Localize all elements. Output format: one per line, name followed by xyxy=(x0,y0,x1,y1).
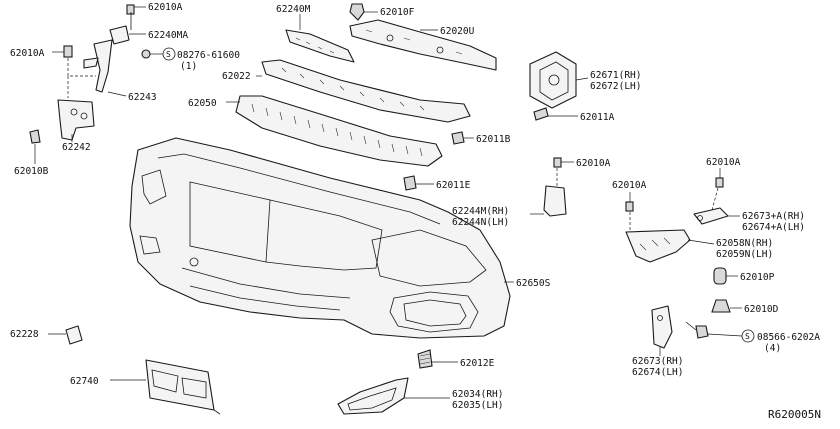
clip-62010d[interactable] xyxy=(711,299,742,313)
bolt-08276-61600[interactable]: S xyxy=(141,47,176,61)
label-08276-61600: 08276-61600 xyxy=(177,50,240,61)
label-62672: 62672(LH) xyxy=(590,81,641,92)
label-62034: 62034(RH) xyxy=(452,389,503,400)
energy-absorber-62050[interactable] xyxy=(226,95,443,167)
bracket-62240m[interactable] xyxy=(285,14,355,63)
label-62228: 62228 xyxy=(10,329,39,340)
bracket-62058n-62059n[interactable] xyxy=(625,229,715,263)
label-62058n: 62058N(RH) xyxy=(716,238,773,249)
clip-62012e[interactable] xyxy=(417,349,458,369)
label-62674: 62674(LH) xyxy=(632,367,683,378)
bolt-62011a[interactable] xyxy=(533,107,578,121)
bracket-62244m-62244n[interactable] xyxy=(530,185,567,217)
label-62010f: 62010F xyxy=(380,7,415,18)
label-62244m: 62244M(RH) xyxy=(452,206,509,217)
clip-62010a-mid[interactable] xyxy=(553,157,574,188)
bracket-62243[interactable] xyxy=(83,39,127,97)
label-62242: 62242 xyxy=(62,142,91,153)
clip-62011b[interactable] xyxy=(451,131,474,145)
fog-lamp-finisher-62034-62035[interactable] xyxy=(337,377,450,415)
label-62022: 62022 xyxy=(222,71,251,82)
label-62011e: 62011E xyxy=(436,180,471,191)
label-62240ma: 62240MA xyxy=(148,30,188,41)
label-62010a-left: 62010A xyxy=(10,48,45,59)
clip-62010a-top[interactable] xyxy=(126,4,146,15)
label-62010a-mid: 62010A xyxy=(576,158,611,169)
label-62059n: 62059N(LH) xyxy=(716,249,773,260)
label-62035: 62035(LH) xyxy=(452,400,503,411)
label-62671: 62671(RH) xyxy=(590,70,641,81)
label-62012e: 62012E xyxy=(460,358,495,369)
label-62243: 62243 xyxy=(128,92,157,103)
label-62010a-right1: 62010A xyxy=(612,180,647,191)
label-08566-qty: (4) xyxy=(764,343,781,354)
label-62673: 62673(RH) xyxy=(632,356,683,367)
bracket-62242[interactable] xyxy=(57,99,95,142)
license-bracket-62740[interactable] xyxy=(110,359,221,415)
cover-62020u[interactable] xyxy=(349,19,497,71)
label-08276-qty: (1) xyxy=(180,61,197,72)
label-62050: 62050 xyxy=(188,98,217,109)
bracket-62671-62672[interactable] xyxy=(529,51,589,109)
clip-62010f[interactable] xyxy=(349,3,378,21)
label-62011a: 62011A xyxy=(580,112,615,123)
bolt-62010a-left[interactable] xyxy=(52,45,96,98)
label-08566-6202a: 08566-6202A xyxy=(757,332,820,343)
clip-62011e[interactable] xyxy=(403,175,434,191)
label-62740: 62740 xyxy=(70,376,99,387)
bracket-62240ma[interactable] xyxy=(109,12,146,45)
label-62673a: 62673+A(RH) xyxy=(742,211,805,222)
label-62020u: 62020U xyxy=(440,26,475,37)
bumper-fascia-62650s[interactable] xyxy=(129,137,514,339)
bracket-62673-62674[interactable] xyxy=(651,305,673,356)
label-62010p: 62010P xyxy=(740,272,775,283)
reinforcement-62022[interactable] xyxy=(256,59,471,123)
label-62244n: 62244N(LH) xyxy=(452,217,509,228)
clip-62010b[interactable] xyxy=(29,129,41,164)
label-62010a-top: 62010A xyxy=(148,2,183,13)
s-symbol-08566: S xyxy=(745,332,750,341)
diagram-code: R620005N xyxy=(768,408,821,421)
label-62240m: 62240M xyxy=(276,4,311,15)
clip-62010p[interactable] xyxy=(713,267,738,285)
label-62674a: 62674+A(LH) xyxy=(742,222,805,233)
cap-62228[interactable] xyxy=(48,325,83,345)
label-62010a-right2: 62010A xyxy=(706,157,741,168)
label-62650s: 62650S xyxy=(516,278,551,289)
label-62011b: 62011B xyxy=(476,134,511,145)
clip-62010a-right2[interactable] xyxy=(711,168,724,211)
label-62010d: 62010D xyxy=(744,304,779,315)
label-62010b: 62010B xyxy=(14,166,49,177)
bracket-62673a-62674a[interactable] xyxy=(693,207,740,225)
screw-08566-6202a[interactable]: S xyxy=(685,321,755,343)
s-symbol-08276: S xyxy=(166,50,171,59)
clip-62010a-right1[interactable] xyxy=(625,192,634,230)
